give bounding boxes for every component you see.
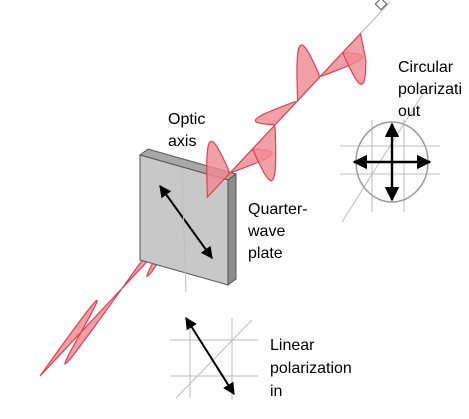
wave-lobe bbox=[39, 299, 98, 377]
plate-guide-line bbox=[181, 169, 187, 293]
linear-guide-diag bbox=[175, 319, 253, 399]
circular-polarization-symbol bbox=[340, 91, 440, 223]
optic-axis-arrow bbox=[159, 185, 213, 259]
wave-lobe bbox=[251, 124, 277, 182]
linear-polarization-label: Linear polarization in bbox=[270, 337, 356, 400]
wave-lobe bbox=[64, 287, 123, 365]
beam-end-marker bbox=[374, 0, 388, 11]
linear-polarization-arrow-icon bbox=[185, 316, 235, 396]
linear-polarization-symbol bbox=[170, 316, 258, 400]
circular-wave bbox=[206, 32, 367, 199]
wave-lobe bbox=[206, 140, 230, 199]
plate-label: Quarter- wave plate bbox=[247, 201, 312, 262]
optic-axis-label: Optic axis bbox=[168, 111, 210, 150]
plate-side-edge bbox=[227, 173, 237, 286]
wave-lobe bbox=[296, 44, 321, 103]
wave-lobe bbox=[254, 100, 299, 126]
wave-lobe bbox=[341, 32, 367, 85]
circular-polarization-label: Circular polarizati out bbox=[398, 59, 466, 120]
